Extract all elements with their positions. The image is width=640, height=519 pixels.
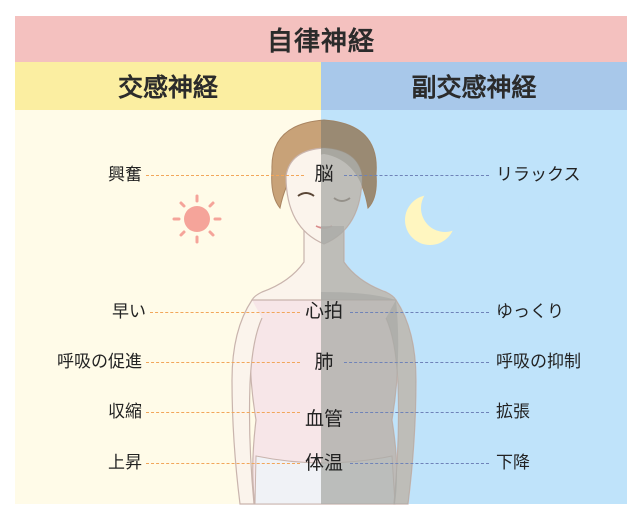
sympathetic-line-heart bbox=[150, 312, 300, 313]
sympathetic-effect-temp: 上昇 bbox=[108, 453, 142, 473]
figure-shade bbox=[321, 120, 416, 504]
organ-blood-vessel: 血管 bbox=[304, 408, 343, 430]
page-title: 自律神経 bbox=[15, 16, 627, 62]
parasympathetic-line-heart bbox=[350, 312, 489, 313]
sympathetic-effect-brain: 興奮 bbox=[108, 165, 142, 185]
parasympathetic-line-lung bbox=[344, 362, 489, 363]
parasympathetic-effect-temp: 下降 bbox=[496, 453, 530, 473]
sympathetic-heading: 交感神経 bbox=[15, 62, 321, 110]
organ-brain: 脳 bbox=[314, 163, 334, 185]
sympathetic-effect-vessel: 収縮 bbox=[108, 402, 142, 422]
parasympathetic-effect-vessel: 拡張 bbox=[496, 402, 530, 422]
parasympathetic-line-vessel bbox=[350, 412, 489, 413]
parasympathetic-effect-lung: 呼吸の抑制 bbox=[496, 352, 581, 372]
organ-heart-rate: 心拍 bbox=[304, 300, 343, 322]
organ-lung: 肺 bbox=[314, 351, 334, 373]
sympathetic-effect-lung: 呼吸の促進 bbox=[57, 352, 142, 372]
organ-body-temp: 体温 bbox=[304, 452, 343, 474]
parasympathetic-effect-brain: リラックス bbox=[496, 165, 581, 185]
sympathetic-effect-heart: 早い bbox=[112, 302, 146, 322]
parasympathetic-effect-heart: ゆっくり bbox=[496, 302, 564, 322]
parasympathetic-line-brain bbox=[344, 175, 489, 176]
parasympathetic-heading: 副交感神経 bbox=[321, 62, 627, 110]
sun-icon bbox=[172, 194, 222, 244]
moon-icon bbox=[405, 184, 469, 245]
sympathetic-line-vessel bbox=[146, 412, 300, 413]
sympathetic-line-brain bbox=[146, 175, 304, 176]
parasympathetic-line-temp bbox=[350, 463, 489, 464]
sympathetic-line-lung bbox=[146, 362, 300, 363]
sympathetic-line-temp bbox=[146, 463, 300, 464]
